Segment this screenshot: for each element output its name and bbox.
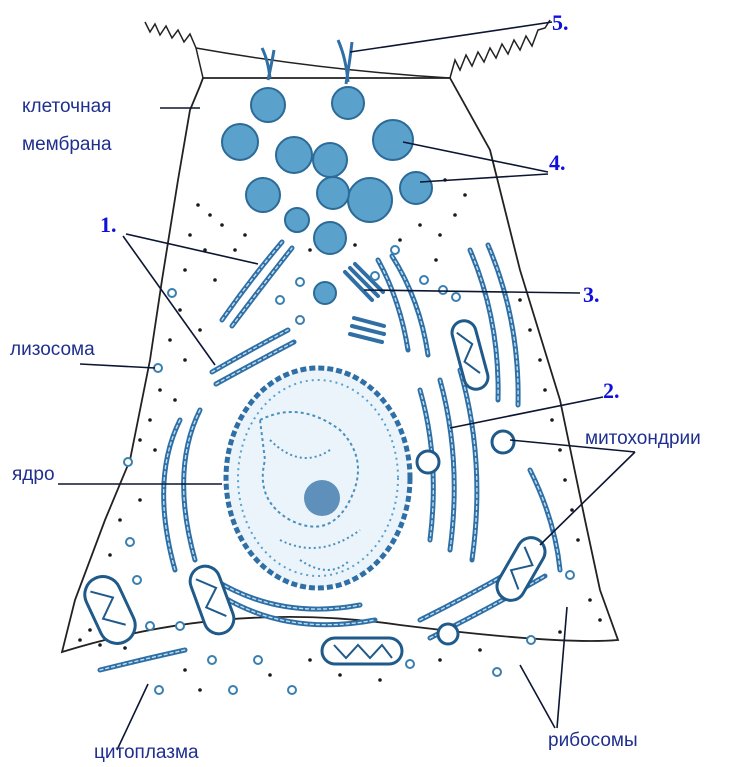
marker-1: 1. bbox=[100, 212, 117, 237]
leader-1a bbox=[126, 234, 258, 264]
leader-lysosome bbox=[80, 364, 155, 368]
marker-4: 4. bbox=[549, 150, 566, 175]
leader-2 bbox=[450, 397, 603, 428]
marker-2: 2. bbox=[603, 378, 620, 403]
leader-ribosomes-b bbox=[557, 607, 567, 728]
rough-er-upper bbox=[212, 242, 428, 384]
leader-cytoplasm bbox=[117, 684, 148, 750]
label-ribosomes: рибосомы bbox=[548, 730, 638, 751]
nucleolus bbox=[304, 480, 340, 516]
apical-surface bbox=[196, 48, 450, 78]
label-cytoplasm: цитоплазма bbox=[94, 742, 199, 763]
leader-4a bbox=[403, 142, 548, 172]
label-mitochondria: митохондрии bbox=[585, 428, 701, 449]
marker-5: 5. bbox=[552, 10, 569, 35]
leader-4b bbox=[420, 174, 548, 182]
leader-1b bbox=[123, 236, 215, 365]
leader-ribosomes-a bbox=[520, 665, 555, 728]
label-membrane-line1: клеточная bbox=[22, 96, 111, 117]
label-lysosome: лизосома bbox=[10, 339, 95, 360]
label-nucleus: ядро bbox=[12, 464, 55, 485]
label-membrane-line2: мембрана bbox=[22, 134, 112, 155]
nucleus bbox=[226, 368, 410, 588]
marker-3: 3. bbox=[583, 282, 600, 307]
leader-3 bbox=[364, 290, 580, 293]
